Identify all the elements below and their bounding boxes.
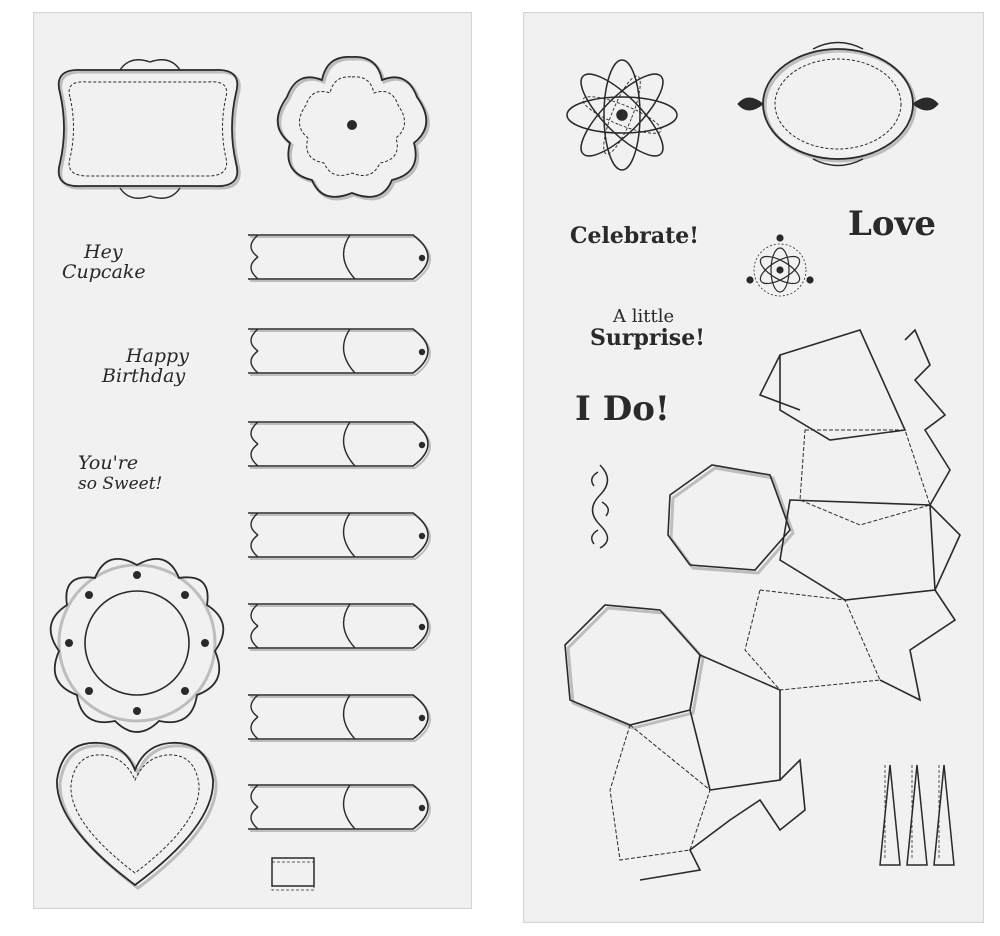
oval-frame-icon xyxy=(737,41,939,167)
youre-so-sweet-sentiment: You're so Sweet! xyxy=(78,452,163,494)
scalloped-flower-icon xyxy=(276,56,430,201)
sweet-text: Sweet! xyxy=(102,473,163,494)
spike-trim-icon xyxy=(879,764,955,866)
right-stamp-sheet xyxy=(523,12,984,923)
stitched-heart-icon xyxy=(56,741,218,890)
love-sentiment: Love xyxy=(848,204,936,244)
bracket-label-frame-icon xyxy=(57,59,241,199)
hey-cupcake-sentiment: Hey Cupcake xyxy=(62,241,146,283)
celebrate-sentiment: Celebrate! xyxy=(570,223,699,249)
looped-flower-icon xyxy=(566,59,678,171)
petal-ribbon-strip-icon xyxy=(247,234,431,891)
small-flower-icon xyxy=(746,234,814,297)
cupcake-text: Cupcake xyxy=(62,260,146,283)
birthday-text: Birthday xyxy=(102,364,186,387)
surprise-text: Surprise! xyxy=(590,325,705,351)
gift-box-net-icon xyxy=(564,328,961,881)
so-text: so xyxy=(78,473,97,494)
swirl-border-icon xyxy=(591,464,609,549)
a-little-text: A little xyxy=(613,306,675,327)
happy-birthday-sentiment: Happy Birthday xyxy=(102,345,189,387)
happy-text: Happy xyxy=(126,345,189,367)
scalloped-circle-frame-icon xyxy=(49,557,225,733)
i-do-sentiment: I Do! xyxy=(575,389,670,429)
youre-text: You're xyxy=(78,452,139,474)
hey-text: Hey xyxy=(84,241,123,263)
